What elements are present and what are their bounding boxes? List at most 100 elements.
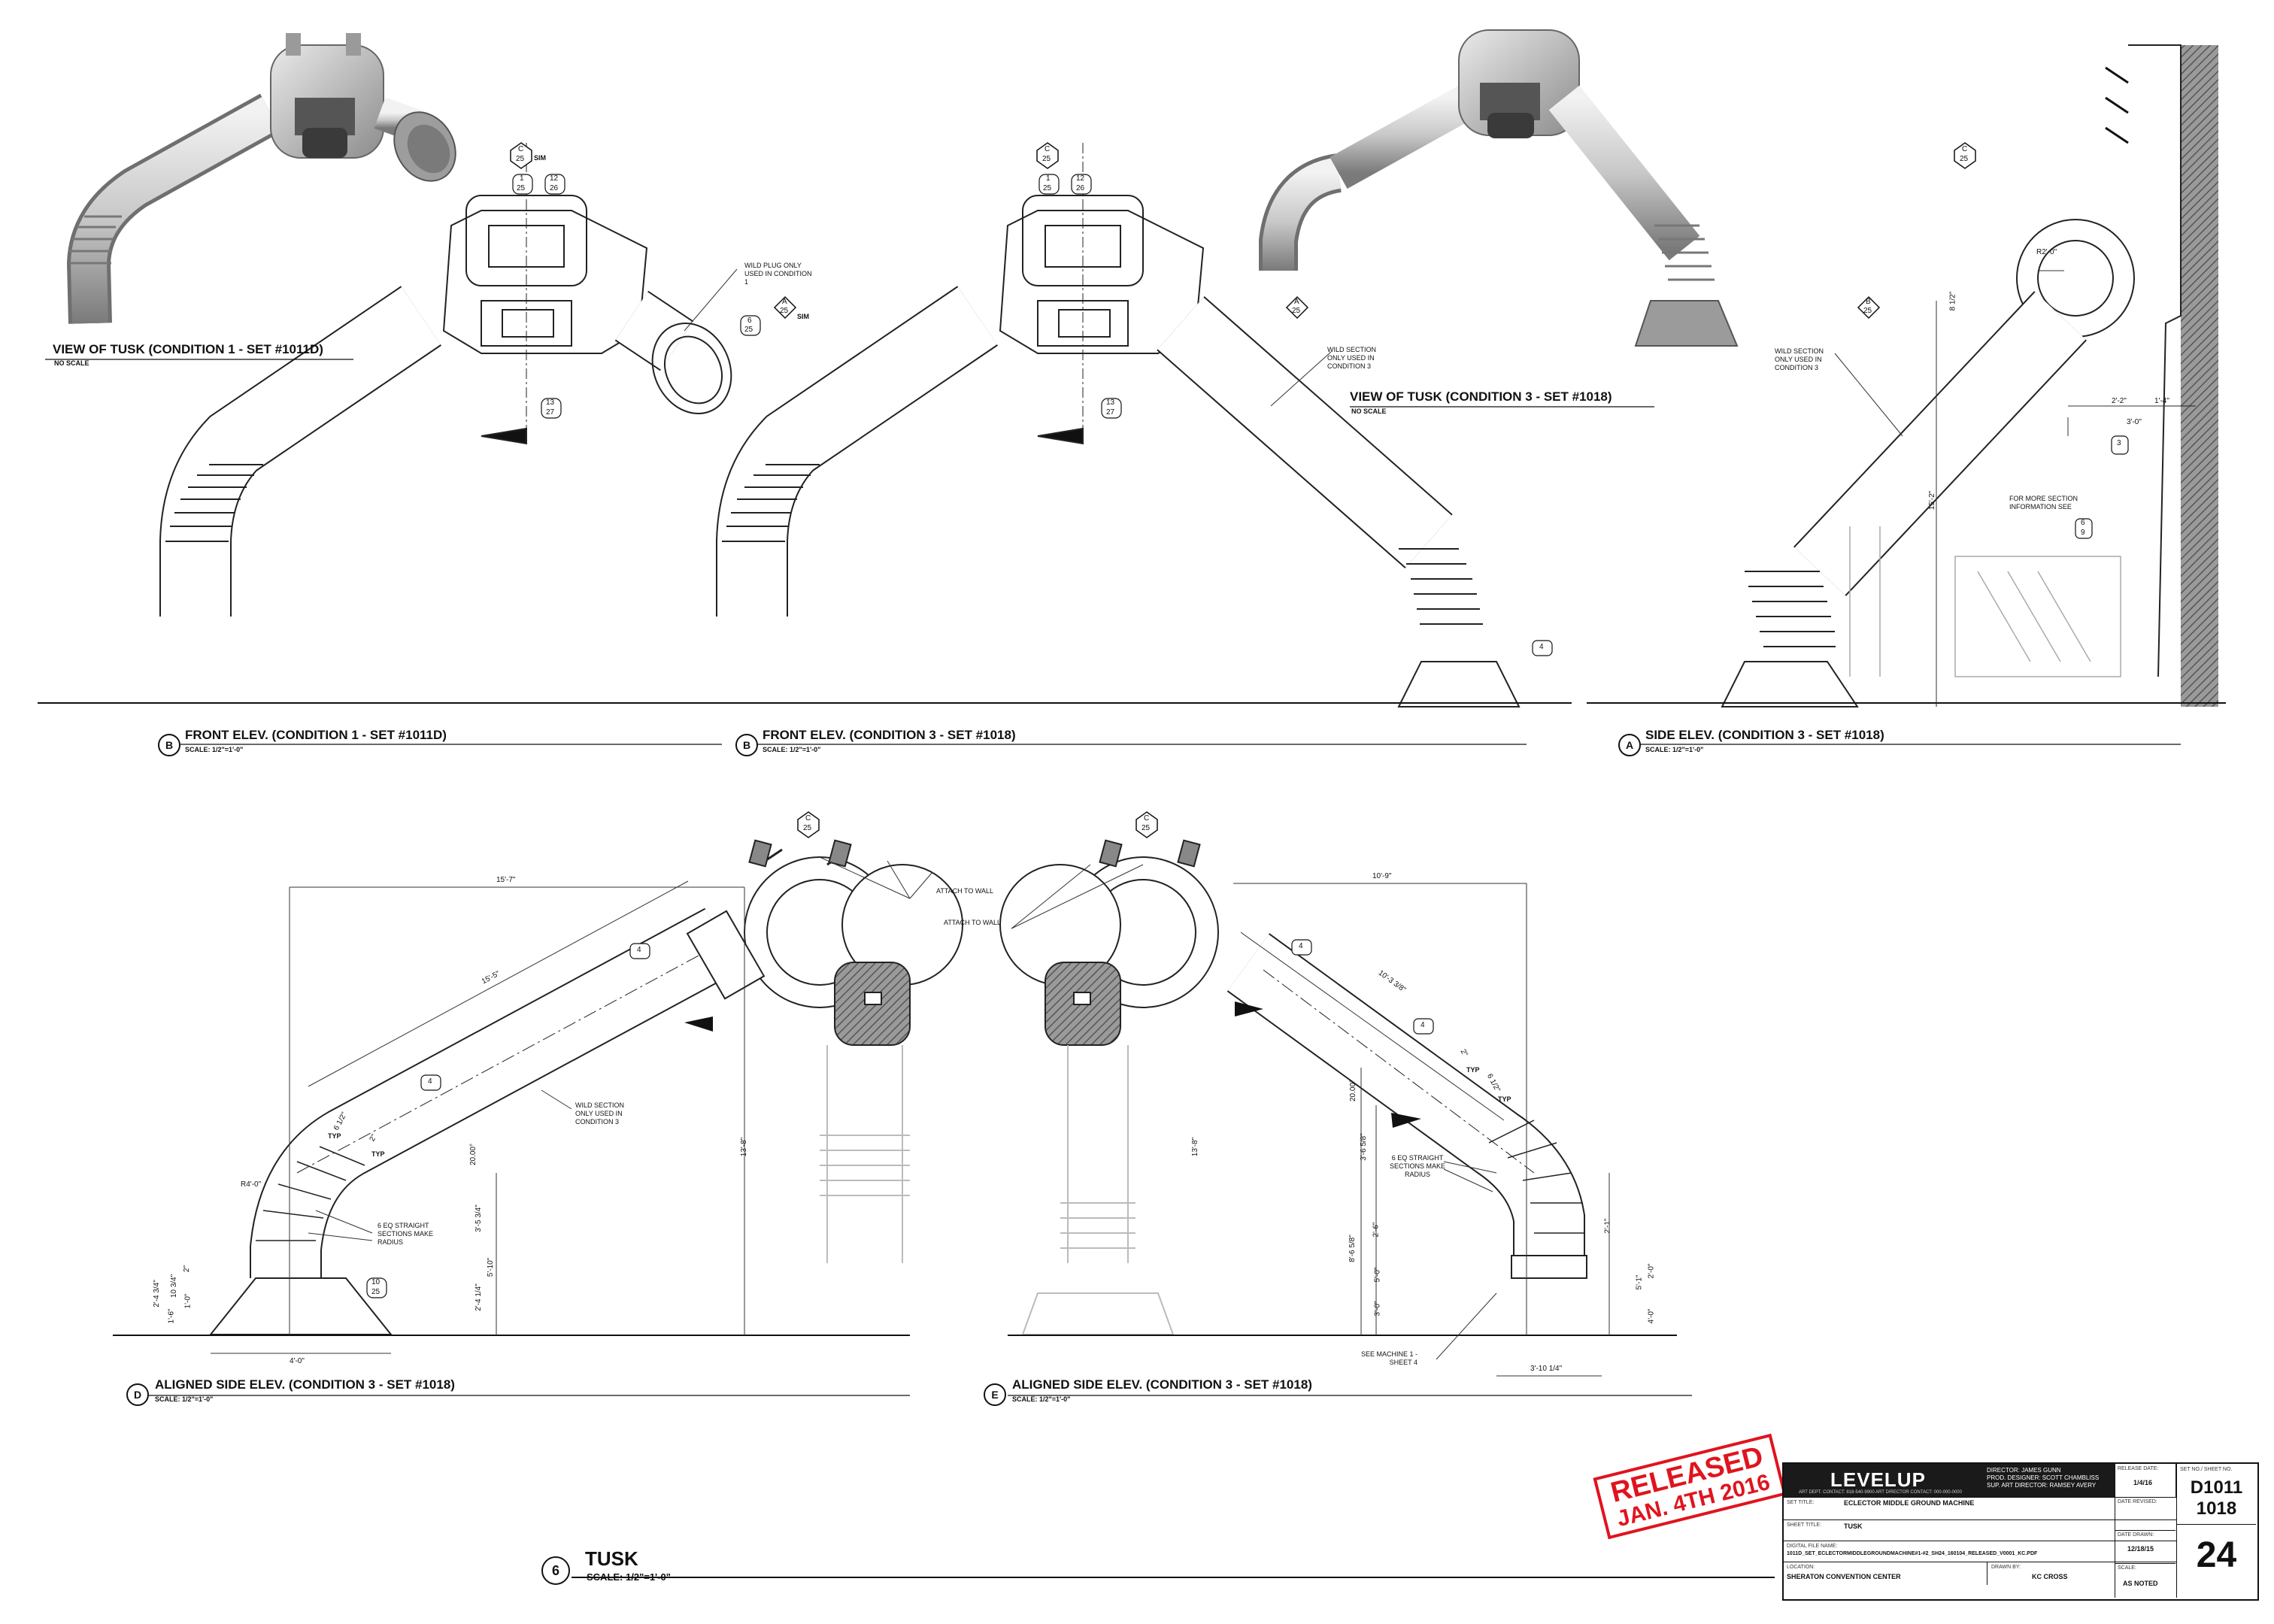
callout-c-bottom-2: 25 [1042,155,1051,163]
callout-a-top-2: A [1294,298,1299,306]
callout-a-top: A [782,298,787,306]
note-eq-sections-e: 6 EQ STRAIGHT SECTIONS MAKE RADIUS [1389,1154,1445,1178]
tag-3: 3 [2117,439,2121,447]
dim-2: 2" [183,1265,192,1273]
callout-a-bottom: 25 [780,307,789,315]
note-attach-to-wall-d: ATTACH TO WALL [936,887,994,895]
view-title-aligned-e: ALIGNED SIDE ELEV. (CONDITION 3 - SET #1… [1012,1377,1312,1392]
dim-r2: R2'-0" [2036,248,2057,256]
dim-15-2: 15'-2" [1928,490,1937,511]
note-wild-section-side: WILD SECTION ONLY USED IN CONDITION 3 [1775,347,1824,371]
callout-c-top-3: C [1962,145,1968,153]
file-name: 1011D_SET_ECLECTORMIDDLEGROUNDMACHINE#1-… [1787,1551,2038,1556]
aligned-side-elev-d [208,839,963,1335]
front-elev-condition-3 [716,143,1521,707]
dim-13-8-e: 13'-8" [1191,1137,1200,1157]
dim-2-6: 2'-6" [1372,1222,1381,1238]
credit-1: DIRECTOR: JAMES GUNN [1987,1467,2061,1474]
view-title-front-c1: FRONT ELEV. (CONDITION 1 - SET #1011D) [185,728,447,742]
view-marker-front-c3: B [735,734,758,756]
note-wild-plug: WILD PLUG ONLY USED IN CONDITION 1 [744,262,812,286]
view-title-aligned-d: ALIGNED SIDE ELEV. (CONDITION 3 - SET #1… [155,1377,455,1392]
view-scale-tusk-c3: NO SCALE [1351,408,1387,415]
detail-12-top-2: 12 [1076,174,1085,183]
tag-4-e2: 4 [1420,1021,1425,1029]
scale-label: SCALE: [2118,1565,2136,1571]
callout-c-top-2: C [1045,145,1051,153]
scale-value: AS NOTED [2123,1580,2158,1587]
detail-6-9-top: 6 [2081,519,2085,527]
note-wild-section-front: WILD SECTION ONLY USED IN CONDITION 3 [1327,346,1377,370]
sheet-title-number: 6 [541,1556,570,1585]
detail-1-top-2: 1 [1046,174,1051,183]
callout-a-bottom-2: 25 [1292,307,1301,315]
view-scale-front-c3: SCALE: 1/2"=1'-0" [763,746,821,753]
detail-12-bottom: 26 [550,184,559,192]
location: SHERATON CONVENTION CENTER [1787,1573,1901,1580]
date-drawn: 12/18/15 [2127,1545,2154,1553]
dim-20-d: 20.00° [469,1143,478,1166]
tag-4-d2: 4 [428,1077,432,1086]
view-title-front-c3: FRONT ELEV. (CONDITION 3 - SET #1018) [763,728,1016,742]
dim-r4: R4'-0" [241,1180,262,1189]
hex-tags [366,174,2129,1298]
view-scale-front-c1: SCALE: 1/2"=1'-0" [185,746,244,753]
detail-13-bottom: 27 [546,408,555,417]
callout-b-bottom: 25 [1863,307,1872,315]
tag-4-e1: 4 [1299,942,1303,950]
dim-8-1-2: 8 1/2" [1948,291,1957,311]
dim-10-3-4: 10 3/4" [170,1274,179,1298]
view-scale-aligned-d: SCALE: 1/2"=1'-0" [155,1395,214,1403]
dim-3-0-e: 3'-0" [1373,1301,1382,1316]
callout-c-top: C [518,145,524,153]
release-date: 1/4/16 [2133,1479,2153,1486]
detail-1-bottom: 25 [517,184,526,192]
view-marker-aligned-e: E [984,1383,1006,1406]
set-no-label: SET NO./ SHEET NO. [2180,1467,2233,1472]
callout-c-top-4: C [805,814,811,823]
callout-c-bottom-4: 25 [803,824,812,832]
location-label: LOCATION: [1787,1565,1815,1570]
dim-5-0: 5'-0" [1373,1267,1382,1283]
sheet-title-name: TUSK [585,1547,638,1570]
view-scale-side-c3: SCALE: 1/2"=1'-0" [1645,746,1704,753]
contact: ART DEPT. CONTACT: 818-540-9900 ART DIRE… [1799,1490,1962,1495]
view-scale-tusk-c1: NO SCALE [54,359,89,367]
dimension-lines [211,301,2166,1377]
view-title-side-c3: SIDE ELEV. (CONDITION 3 - SET #1018) [1645,728,1884,742]
file-label: DIGITAL FILE NAME: [1787,1544,1838,1549]
dim-1-0: 1'-0" [183,1293,193,1309]
ground-lines [38,702,2226,1336]
detail-10-bottom: 25 [371,1288,381,1296]
callout-sim-1: SIM [534,154,547,162]
callout-c-bottom-5: 25 [1142,824,1151,832]
detail-12-top: 12 [550,174,559,183]
dim-4-0: 4'-0" [290,1357,305,1365]
set-title-label: SET TITLE: [1787,1500,1815,1505]
view-scale-aligned-e: SCALE: 1/2"=1'-0" [1012,1395,1071,1403]
section-cut-triangles [684,1001,1421,1128]
credit-2: PROD. DESIGNER: SCOTT CHAMBLISS [1987,1474,2100,1481]
release-date-label: RELEASE DATE: [2118,1466,2159,1471]
date-drawn-label: DATE DRAWN: [2118,1532,2154,1538]
dim-2-0: 2'-0" [1647,1263,1656,1279]
detail-10-top: 10 [371,1278,381,1286]
detail-12-bottom-2: 26 [1076,184,1085,192]
dim-15-7: 15'-7" [496,876,516,884]
sheet-title-scale: SCALE: 1/2"=1'-0" [587,1571,671,1583]
front-elev-condition-1 [159,143,732,617]
aligned-side-elev-e [999,839,1587,1335]
callout-c-bottom: 25 [516,155,525,163]
logo: LEVELUP [1830,1468,1926,1491]
view-marker-side-c3: A [1618,734,1641,756]
set-no-1: D1011 [2190,1477,2243,1498]
dim-2-2: 2'-2" [2112,397,2127,405]
view-marker-aligned-d: D [126,1383,149,1406]
note-more-section: FOR MORE SECTION INFORMATION SEE [2009,495,2078,511]
note-wild-section-d: WILD SECTION ONLY USED IN CONDITION 3 [575,1101,625,1126]
note-see-machine: SEE MACHINE 1 - SHEET 4 [1360,1350,1417,1366]
detail-13-bottom-2: 27 [1106,408,1115,417]
dim-3-0: 3'-0" [2127,418,2142,426]
dim-3-10-1-4: 3'-10 1/4" [1530,1365,1563,1373]
